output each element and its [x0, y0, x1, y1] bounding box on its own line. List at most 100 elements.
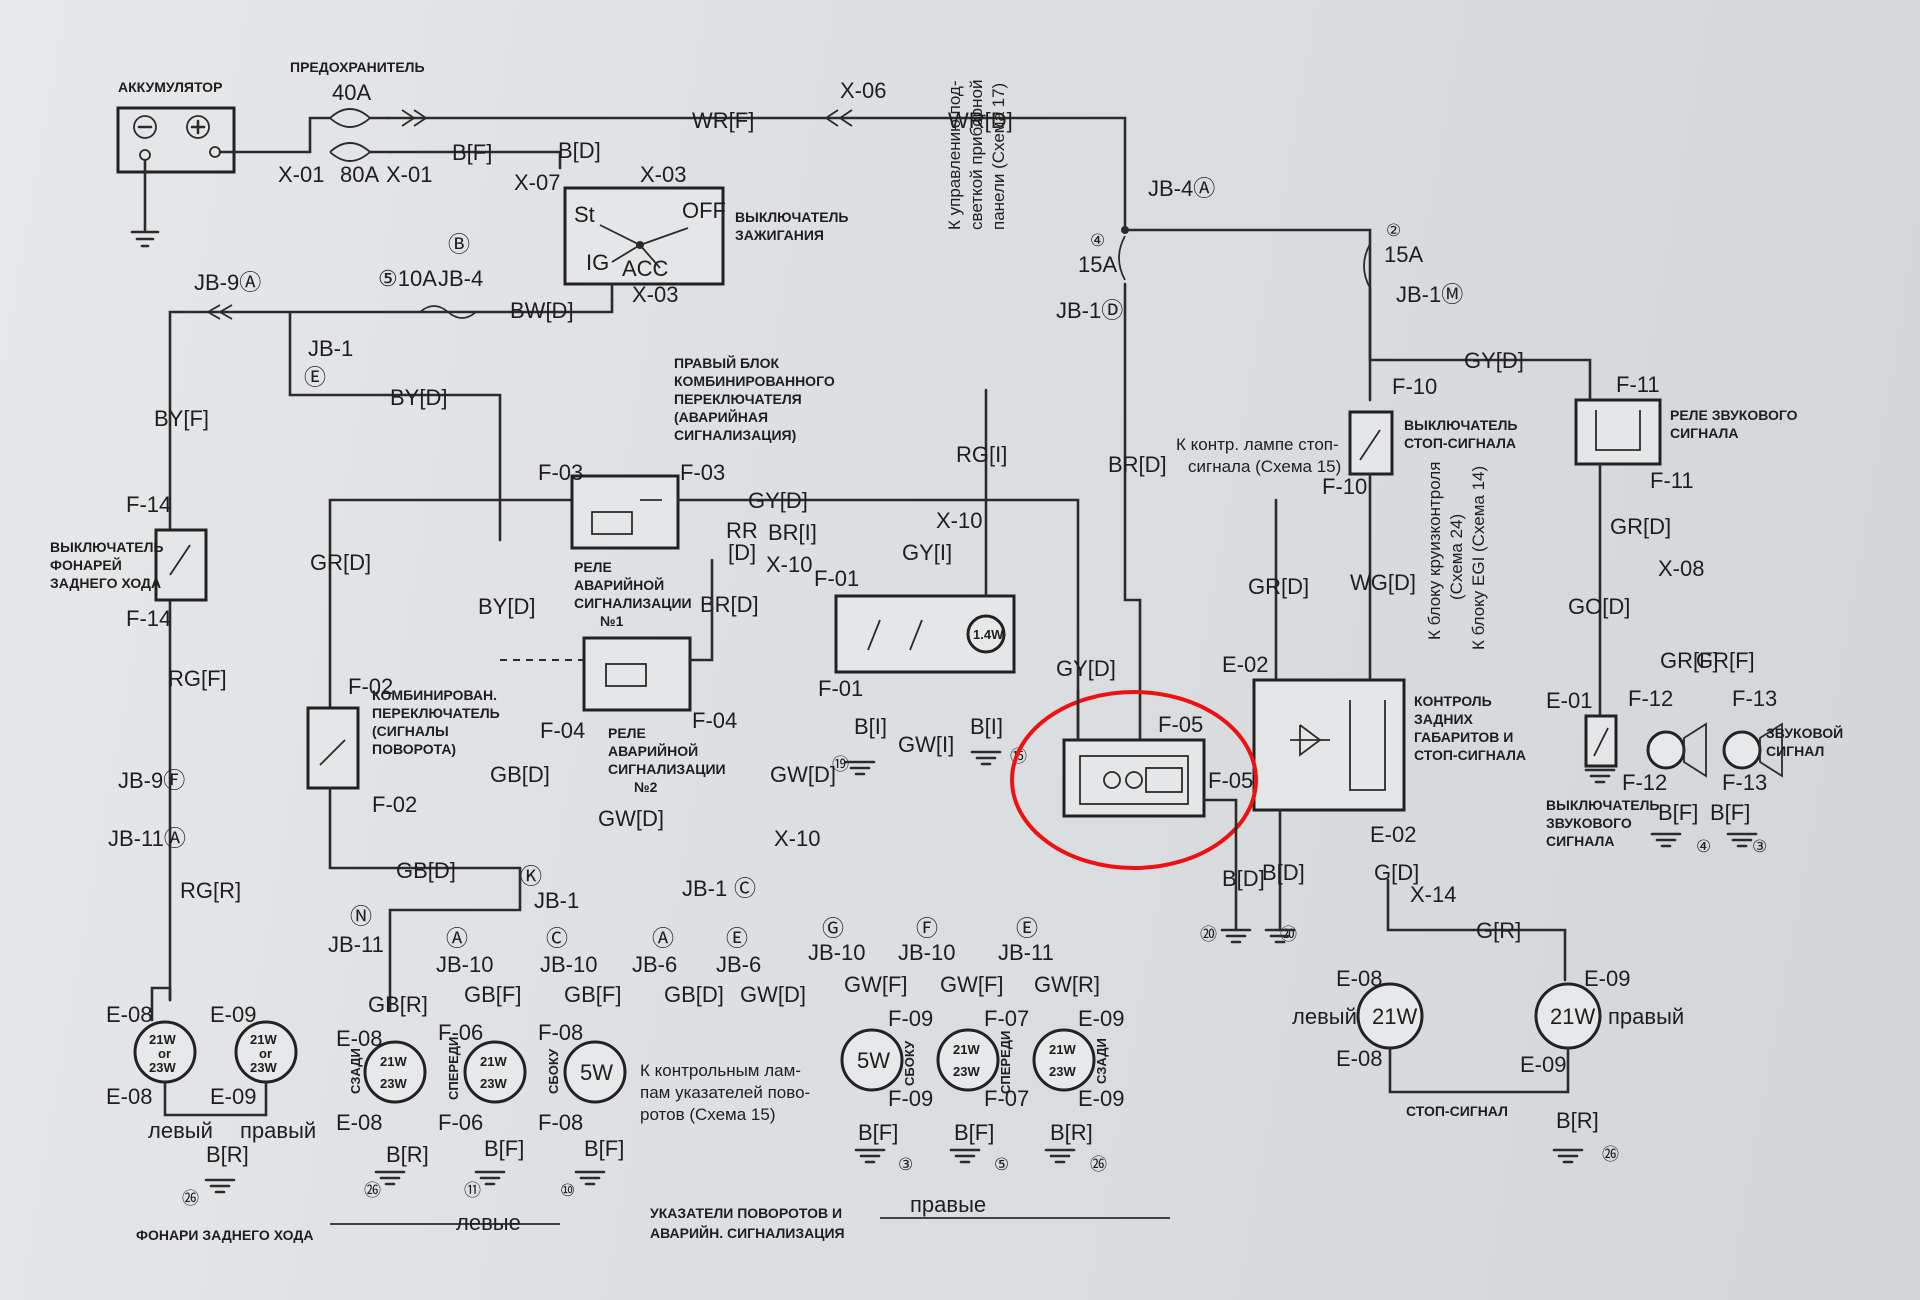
conn-x03-top: X-03	[640, 162, 686, 187]
wire-gr-d-horn: GR[D]	[1610, 514, 1671, 539]
rear-control-3: ГАБАРИТОВ И	[1414, 729, 1513, 745]
stop-left-w21: 21W	[1372, 1004, 1417, 1029]
tr-rf-23: 23W	[953, 1064, 980, 1079]
ign-off: OFF	[682, 198, 726, 223]
dash-light-3: панели (Схема 17)	[989, 83, 1008, 230]
combined-label-1: КОМБИНИРОВАН.	[372, 687, 497, 703]
conn-f04-right: F-04	[692, 708, 737, 733]
conn-f10-top: F-10	[1392, 374, 1437, 399]
conn-e02-left: E-02	[1222, 652, 1268, 677]
conn-jb9a: JB-9Ⓐ	[194, 270, 261, 295]
conn-x03-bottom: X-03	[632, 282, 678, 307]
wire-gw-f-side-right: GW[F]	[844, 972, 908, 997]
wire-b-r-stop: B[R]	[1556, 1108, 1599, 1133]
reverse-switch-label-2: ФОНАРЕЙ	[50, 556, 122, 573]
wire-b-d-f05: B[D]	[1222, 866, 1265, 891]
relay1-label-2: АВАРИЙНОЙ	[574, 576, 664, 593]
horn-relay-label-2: СИГНАЛА	[1670, 425, 1738, 441]
wire-gw-f-front-right: GW[F]	[940, 972, 1004, 997]
wire-b-r-rev: B[R]	[206, 1142, 249, 1167]
conn-e08-lr-b: E-08	[336, 1110, 382, 1135]
caption-reverse-lamps: ФОНАРИ ЗАДНЕГО ХОДА	[136, 1227, 313, 1243]
stop-right-w21: 21W	[1550, 1004, 1595, 1029]
ground-icon	[1044, 1148, 1076, 1164]
conn-f14-bottom: F-14	[126, 606, 171, 631]
conn-jb1-c: JB-1	[682, 876, 727, 901]
right-block-5: СИГНАЛИЗАЦИЯ)	[674, 427, 796, 443]
ground-icon	[1584, 768, 1616, 784]
wire-go-d: GO[D]	[1568, 594, 1630, 619]
fuse-2-num: ②	[1386, 221, 1401, 240]
ground-icon	[949, 1148, 981, 1164]
conn-f02-top: F-02	[348, 674, 393, 699]
circle-n: Ⓝ	[350, 904, 372, 929]
wire-g-d: G[D]	[1374, 860, 1419, 885]
wire-br-d: BR[D]	[1108, 452, 1167, 477]
turn-lamp-left-front: 21W 23W СПЕРЕДИ	[446, 1037, 527, 1104]
conn-e08-stop-top: E-08	[1336, 966, 1382, 991]
wire-b-f: B[F]	[452, 140, 492, 165]
horn-switch	[1584, 714, 1618, 768]
wire-gb-d-mid: GB[D]	[490, 762, 550, 787]
ign-st: St	[574, 202, 595, 227]
conn-jb6-e: JB-6	[716, 952, 761, 977]
conn-f09-rs: F-09	[888, 1006, 933, 1031]
conn-e02-right: E-02	[1370, 822, 1416, 847]
circle-e-jb11: Ⓔ	[1016, 916, 1038, 941]
wire-b-r-lr: B[R]	[386, 1142, 429, 1167]
right-block-1: ПРАВЫЙ БЛОК	[674, 354, 779, 371]
ground-icon	[474, 1170, 506, 1186]
ground-icon	[1650, 832, 1682, 848]
conn-f12-bottom: F-12	[1622, 770, 1667, 795]
tl-lr-pos: СЗАДИ	[348, 1048, 363, 1094]
wire-br-i: BR[I]	[768, 520, 817, 545]
conn-jb1d: JB-1Ⓓ	[1056, 298, 1123, 323]
conn-jb10-g: JB-10	[808, 940, 865, 965]
dash-light-1: К управлению под-	[945, 81, 964, 230]
wire-gw-r-right: GW[R]	[1034, 972, 1100, 997]
conn-jb6-a: JB-6	[632, 952, 677, 977]
conn-f05-right: F-05	[1208, 768, 1253, 793]
horn-switch-label-2: ЗВУКОВОГО	[1546, 815, 1632, 831]
wire-rg-r: RG[R]	[180, 878, 241, 903]
conn-f07-rf-b: F-07	[984, 1086, 1029, 1111]
battery-label: АККУМУЛЯТОР	[118, 79, 222, 95]
conn-e09-rr: E-09	[1078, 1006, 1124, 1031]
circle-f: Ⓕ	[916, 916, 938, 941]
wire-br-d-mid: BR[D]	[700, 592, 759, 617]
ground-26-lr: ㉖	[364, 1181, 381, 1200]
turn-lamp-left-side: 5W СБОКУ	[546, 1040, 627, 1104]
conn-f03-left: F-03	[538, 460, 583, 485]
conn-x06: X-06	[840, 78, 886, 103]
conn-f03-right: F-03	[680, 460, 725, 485]
conn-jb4: JB-4	[438, 266, 483, 291]
ground-19: ⑲	[832, 755, 849, 774]
reverse-switch-label-1: ВЫКЛЮЧАТЕЛЬ	[50, 539, 163, 555]
caption-stop-signal: СТОП-СИГНАЛ	[1406, 1103, 1508, 1119]
caption-turn-2: АВАРИЙН. СИГНАЛИЗАЦИЯ	[650, 1224, 845, 1241]
ground-3-rs: ③	[898, 1155, 913, 1174]
wire-b-f-ls: B[F]	[584, 1136, 624, 1161]
ground-5-rf: ⑤	[994, 1155, 1009, 1174]
reverse-lamp-left: 21W or 23W	[133, 1020, 197, 1084]
ground-icon	[854, 1148, 886, 1164]
fuse-40a-label: 40A	[332, 80, 371, 105]
horn-left-icon	[1646, 722, 1707, 778]
horn-relay-label-1: РЕЛЕ ЗВУКОВОГО	[1670, 407, 1798, 423]
fuse-2-15a: 15A	[1384, 242, 1423, 267]
wire-rr-top: RR	[726, 518, 758, 543]
combined-label-3: (СИГНАЛЫ	[372, 723, 449, 739]
wire-b-d-ctrl: B[D]	[1262, 860, 1305, 885]
wire-gy-d-horn: GY[D]	[1464, 348, 1524, 373]
wire-gr-f-right: GR[F]	[1696, 648, 1755, 673]
conn-f08-ls: F-08	[538, 1020, 583, 1045]
ground-icon	[1264, 928, 1296, 944]
wire-rr-bottom: [D]	[728, 540, 756, 565]
stop-lamp-note-2: сигнала (Схема 15)	[1188, 457, 1341, 476]
conn-x01-left: X-01	[278, 162, 324, 187]
ground-4-horn: ④	[1696, 837, 1711, 856]
tr-rf-pos: СПЕРЕДИ	[998, 1031, 1013, 1094]
ground-26-stop: ㉖	[1602, 1145, 1619, 1164]
circle-a-jb6: Ⓐ	[652, 926, 674, 951]
conn-x10-top: X-10	[936, 508, 982, 533]
